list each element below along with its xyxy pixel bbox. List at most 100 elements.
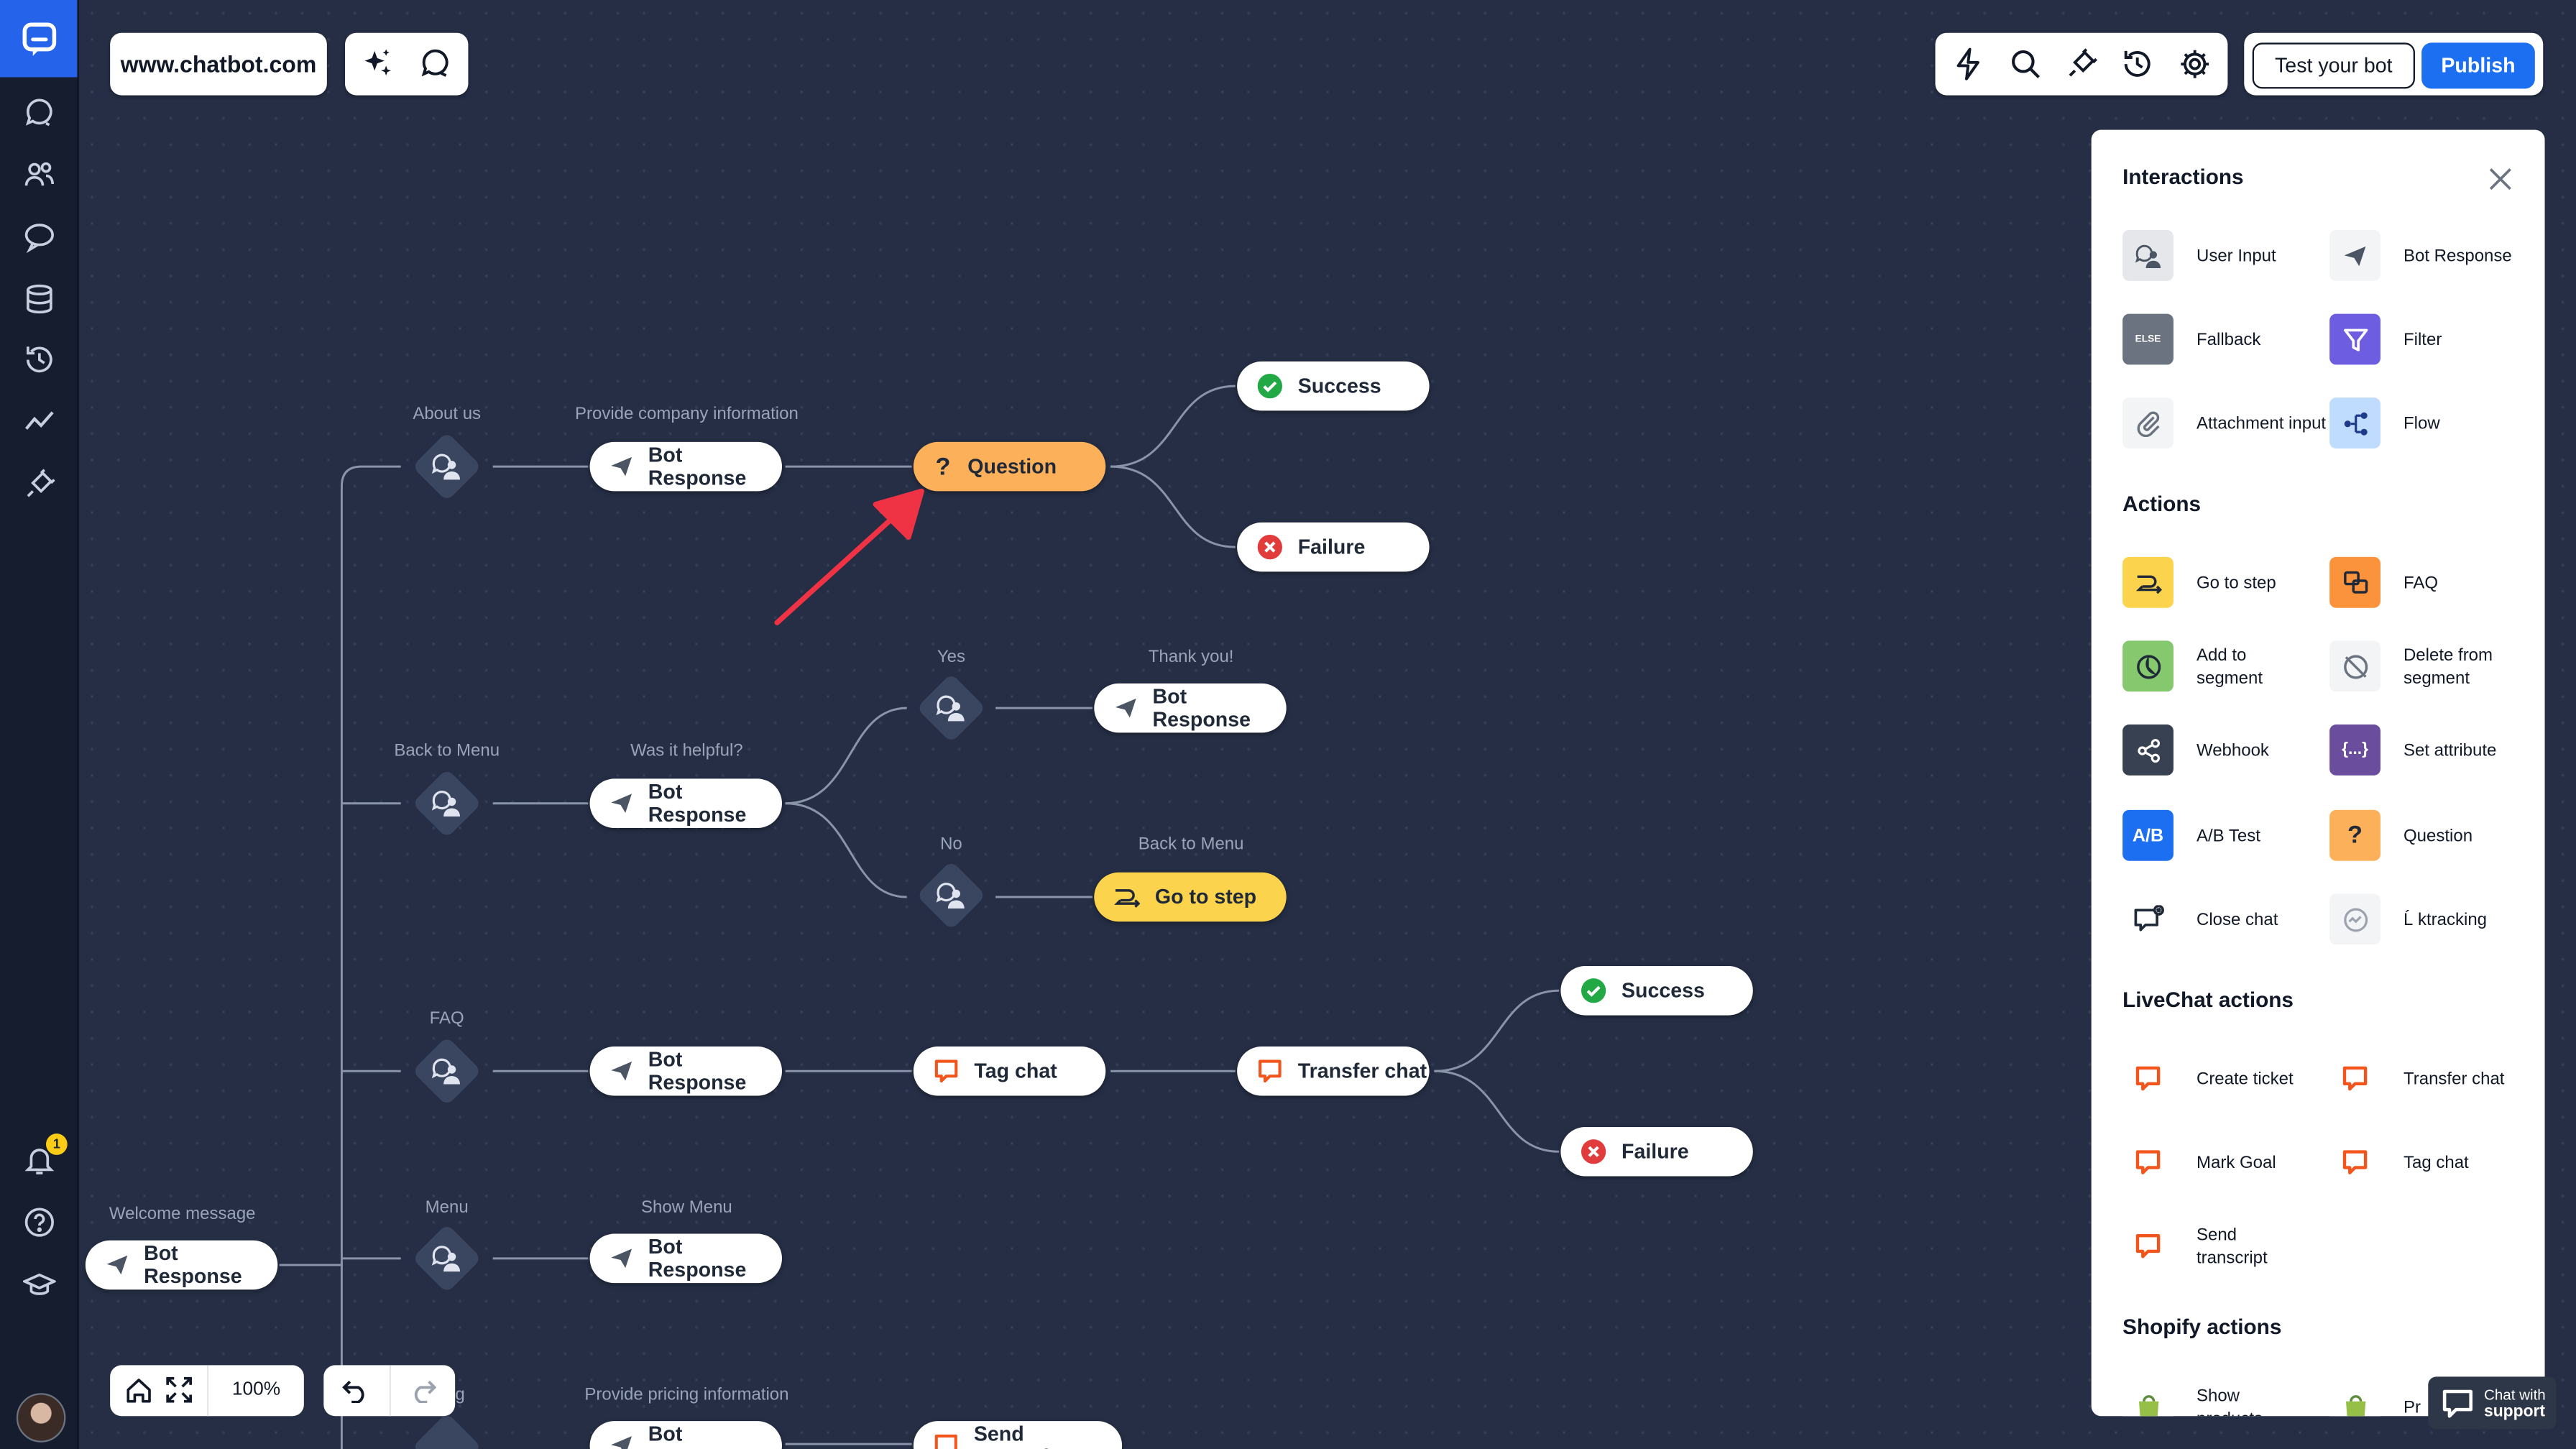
backtracking-icon — [2343, 907, 2368, 932]
chatbot-logo-icon[interactable] — [0, 0, 78, 78]
node-label: Success — [1297, 374, 1381, 398]
database-icon[interactable] — [19, 280, 59, 319]
chats-icon[interactable] — [19, 93, 59, 133]
node-label: Failure — [1621, 1140, 1689, 1164]
bell-icon[interactable] — [19, 1140, 59, 1179]
sparkles-icon[interactable] — [355, 41, 401, 87]
publish-button[interactable]: Publish — [2421, 42, 2535, 89]
panel-item-user-input[interactable]: User Input — [2122, 229, 2329, 281]
panel-item-close-chat[interactable]: Close chat — [2122, 893, 2329, 945]
tag-chat-node[interactable]: Tag chat — [913, 1046, 1106, 1096]
failure-node[interactable]: Failure — [1237, 522, 1430, 572]
user-input-step[interactable] — [412, 1036, 482, 1106]
panel-item-question[interactable]: ? Question — [2329, 809, 2536, 861]
faq-icon — [2342, 570, 2368, 593]
step-caption: Thank you! — [1148, 647, 1234, 667]
search-icon[interactable] — [2002, 41, 2048, 87]
panel-item-shopify-show-products[interactable]: Show products — [2122, 1381, 2329, 1417]
step-caption: Welcome message — [109, 1204, 256, 1224]
home-icon[interactable] — [115, 1367, 161, 1413]
history-icon[interactable] — [19, 340, 59, 380]
bot-response-node[interactable]: Bot Response — [589, 441, 782, 492]
transfer-chat-node[interactable]: Transfer chat — [1237, 1046, 1430, 1096]
user-input-step[interactable] — [916, 860, 986, 931]
bot-response-node[interactable]: Bot Response — [589, 1421, 782, 1449]
panel-item-set-attribute[interactable]: {...} Set attribute — [2329, 724, 2536, 776]
panel-item-add-to-segment[interactable]: Add to segment — [2122, 640, 2329, 692]
redo-icon[interactable] — [399, 1367, 445, 1413]
success-node[interactable]: Success — [1560, 965, 1753, 1016]
panel-item-bot-response[interactable]: Bot Response — [2329, 229, 2536, 281]
panel-item-filter[interactable]: Filter — [2329, 313, 2536, 365]
fit-screen-icon[interactable] — [156, 1367, 202, 1413]
node-label: Question — [967, 455, 1057, 479]
panel-item-webhook[interactable]: Webhook — [2122, 724, 2329, 776]
test-your-bot-button[interactable]: Test your bot — [2252, 42, 2415, 89]
node-label: Bot Response — [648, 443, 747, 490]
question-node[interactable]: ? Question — [913, 441, 1106, 492]
messages-icon[interactable] — [19, 217, 59, 257]
panel-item-shopify-second[interactable]: Pr — [2329, 1381, 2536, 1417]
bot-response-node[interactable]: Bot Response — [589, 1233, 782, 1284]
assistant-tools — [344, 32, 469, 96]
livechat-icon — [1259, 1059, 1282, 1083]
academy-icon[interactable] — [19, 1265, 59, 1305]
failure-x-icon — [1257, 534, 1282, 560]
bot-response-node[interactable]: Bot Response — [1094, 683, 1287, 733]
lightning-icon[interactable] — [1946, 41, 1992, 87]
panel-item-attachment-input[interactable]: Attachment input — [2122, 397, 2329, 448]
node-label: Go to step — [1154, 885, 1257, 908]
panel-item-faq[interactable]: FAQ — [2329, 556, 2536, 608]
node-label: Bot Response — [648, 1048, 747, 1095]
livechat-icon — [2135, 1066, 2161, 1091]
question-mark-icon: ? — [935, 452, 951, 481]
users-icon[interactable] — [19, 155, 59, 194]
history-icon[interactable] — [2115, 41, 2161, 87]
chat-preview-icon[interactable] — [412, 41, 458, 87]
go-to-step-node[interactable]: Go to step — [1094, 872, 1287, 922]
close-icon[interactable] — [2484, 162, 2517, 196]
paper-plane-icon — [106, 1255, 128, 1275]
user-input-step[interactable] — [412, 1223, 482, 1294]
livechat-icon — [2342, 1150, 2368, 1174]
step-caption: Yes — [937, 647, 965, 667]
failure-node[interactable]: Failure — [1560, 1126, 1753, 1177]
panel-item-mark-goal[interactable]: Mark Goal — [2122, 1136, 2329, 1188]
bot-response-node[interactable]: Bot Response — [85, 1240, 278, 1290]
panel-item-fallback[interactable]: ELSE Fallback — [2122, 313, 2329, 365]
panel-item-create-ticket[interactable]: Create ticket — [2122, 1053, 2329, 1104]
livechat-icon — [934, 1059, 958, 1083]
avatar[interactable] — [16, 1393, 66, 1443]
shopify-bag-icon — [2138, 1394, 2158, 1417]
bot-response-node[interactable]: Bot Response — [589, 1046, 782, 1096]
analytics-icon[interactable] — [19, 401, 59, 441]
close-chat-icon — [2133, 904, 2163, 931]
panel-item-transfer-chat[interactable]: Transfer chat — [2329, 1053, 2536, 1104]
success-node[interactable]: Success — [1237, 361, 1430, 411]
panel-item-go-to-step[interactable]: Go to step — [2122, 556, 2329, 608]
panel-item-flow[interactable]: Flow — [2329, 397, 2536, 448]
panel-item-delete-from-segment[interactable]: Delete from segment — [2329, 640, 2536, 692]
help-icon[interactable] — [19, 1202, 59, 1242]
section-title-livechat-actions: LiveChat actions — [2122, 987, 2294, 1012]
panel-item-tag-chat[interactable]: Tag chat — [2329, 1136, 2536, 1188]
site-selector[interactable]: www.chatbot.com — [110, 32, 327, 96]
integrations-icon[interactable] — [19, 465, 59, 505]
user-input-step[interactable] — [916, 673, 986, 743]
panel-item-send-transcript[interactable]: Send transcript — [2122, 1220, 2329, 1272]
panel-item-ab-test[interactable]: A/B A/B Test — [2122, 809, 2329, 861]
settings-gear-icon[interactable] — [2171, 41, 2217, 87]
user-input-step[interactable] — [412, 431, 482, 502]
delete-segment-icon — [2342, 654, 2368, 678]
panel-item-backtracking[interactable]: Ĺ ktracking — [2329, 893, 2536, 945]
zoom-level[interactable]: 100% — [231, 1379, 281, 1400]
user-input-step[interactable] — [412, 768, 482, 839]
send-transcript-node[interactable]: Send transcript — [913, 1421, 1123, 1449]
failure-x-icon — [1581, 1139, 1606, 1164]
plug-icon[interactable] — [2058, 41, 2104, 87]
bot-response-node[interactable]: Bot Response — [589, 778, 782, 828]
paper-plane-icon — [2344, 245, 2366, 266]
undo-icon[interactable] — [332, 1367, 378, 1413]
